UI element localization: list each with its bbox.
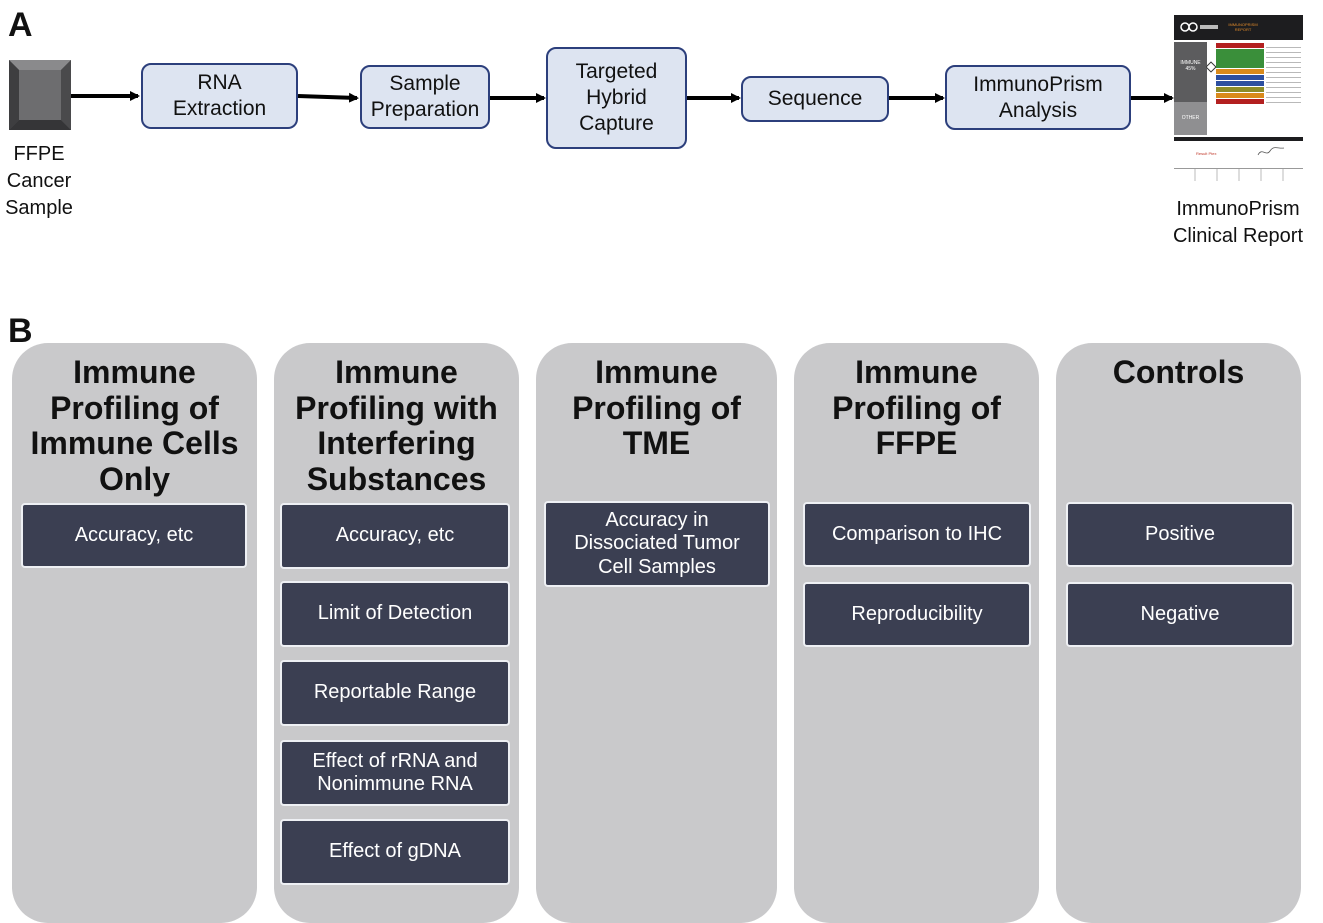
column-title: Immune Profiling of Immune Cells Only <box>30 354 239 497</box>
report-diamond-icon <box>1205 61 1217 73</box>
report-bar <box>1216 93 1264 98</box>
step-label: RNA Extraction <box>172 71 267 120</box>
ffpe-sample-label: FFPE Cancer Sample <box>5 143 73 219</box>
test-item: Effect of rRNA and Nonimmune RNA <box>280 740 510 806</box>
report-result-text: Result Ptex <box>1196 151 1217 156</box>
report-bar <box>1216 49 1264 68</box>
step-rna-extraction: RNA Extraction <box>141 63 298 129</box>
step-label: ImmunoPrism Analysis <box>973 72 1103 122</box>
report-footer <box>1174 168 1303 181</box>
report-divider <box>1174 137 1303 141</box>
clinical-report-label: ImmunoPrism Clinical Report <box>1172 198 1304 247</box>
report-bar <box>1216 87 1264 92</box>
column-title: Controls <box>1112 354 1245 390</box>
column-tme: Immune Profiling of TME Accuracy in Diss… <box>536 343 777 923</box>
test-item: Reproducibility <box>803 582 1031 647</box>
report-bar <box>1216 69 1264 74</box>
step-targeted-hybrid-capture: Targeted Hybrid Capture <box>546 47 687 149</box>
step-label: Targeted Hybrid Capture <box>575 60 658 135</box>
column-title: Immune Profiling of FFPE <box>832 354 1001 461</box>
column-controls: Controls Positive Negative <box>1056 343 1301 923</box>
column-ffpe: Immune Profiling of FFPE Comparison to I… <box>794 343 1039 923</box>
report-other-block: OTHER <box>1174 102 1207 135</box>
step-immunoprism-analysis: ImmunoPrism Analysis <box>945 65 1131 130</box>
report-bar <box>1216 81 1264 86</box>
column-title: Immune Profiling of TME <box>572 354 741 461</box>
test-item: Accuracy, etc <box>280 503 510 569</box>
step-label: Sample Preparation <box>370 72 480 121</box>
panel-b-letter: B <box>8 312 33 350</box>
report-bar <box>1216 99 1264 104</box>
panel-a-arrows <box>71 91 1174 103</box>
test-item: Limit of Detection <box>280 581 510 647</box>
step-sample-preparation: Sample Preparation <box>360 65 490 129</box>
report-bar <box>1216 43 1264 48</box>
report-signature-icon <box>1257 147 1285 156</box>
column-title: Immune Profiling with Interfering Substa… <box>295 354 498 497</box>
test-item: Negative <box>1066 582 1294 647</box>
test-item: Effect of gDNA <box>280 819 510 885</box>
report-bar <box>1216 75 1264 80</box>
report-immune-block: IMMUNE 45% <box>1174 42 1207 102</box>
panel-a-letter: A <box>8 6 33 44</box>
step-label: Sequence <box>767 87 863 110</box>
report-title: IMMUNOPRISM REPORT <box>1228 22 1258 32</box>
test-item: Positive <box>1066 502 1294 567</box>
clinical-report-thumbnail: IMMUNOPRISM REPORT IMMUNE 45% OTHER Resu… <box>1174 15 1303 181</box>
report-logo-icon <box>1180 22 1218 32</box>
column-immune-cells-only: Immune Profiling of Immune Cells Only Ac… <box>12 343 257 923</box>
step-sequence: Sequence <box>741 76 889 122</box>
test-item: Reportable Range <box>280 660 510 726</box>
test-item: Accuracy in Dissociated Tumor Cell Sampl… <box>544 501 770 587</box>
ffpe-block-icon <box>9 60 71 130</box>
test-item: Accuracy, etc <box>21 503 247 568</box>
report-header: IMMUNOPRISM REPORT <box>1174 15 1303 40</box>
report-legend-lines <box>1266 43 1301 105</box>
column-interfering-substances: Immune Profiling with Interfering Substa… <box>274 343 519 923</box>
test-item: Comparison to IHC <box>803 502 1031 567</box>
